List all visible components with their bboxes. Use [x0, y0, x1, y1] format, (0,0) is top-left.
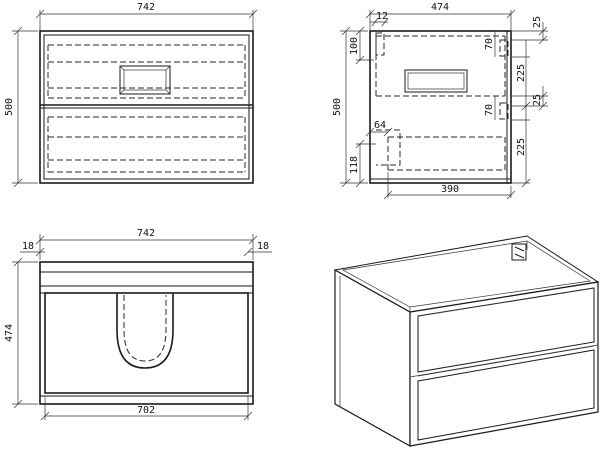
- front-width-label: 742: [137, 2, 155, 13]
- iso-hinge-bracket: [511, 243, 527, 261]
- side-dim-100: 100: [349, 37, 360, 55]
- iso-front-face: [409, 281, 599, 447]
- side-outer-frame: [369, 30, 512, 184]
- side-dim-390: 390: [441, 184, 459, 195]
- side-dim-25-mid: 25: [532, 94, 543, 106]
- iso-top-rim: [333, 235, 600, 313]
- top-inner-width-label: 702: [137, 405, 155, 416]
- side-height-label: 500: [332, 98, 343, 116]
- top-width-label: 742: [137, 228, 155, 239]
- front-handle-recess: [119, 65, 171, 95]
- side-dim-225-bottom: 225: [516, 138, 527, 156]
- side-dim-64: 64: [374, 120, 386, 131]
- iso-view: [333, 235, 600, 448]
- top-drawer-box: [44, 292, 249, 394]
- front-inner-frame: [43, 34, 250, 180]
- side-depth-label: 474: [431, 2, 449, 13]
- top-right-edge-label: 18: [257, 241, 269, 252]
- side-dim-70-top: 70: [484, 38, 495, 50]
- side-dim-70-mid: 70: [484, 104, 495, 116]
- front-height-label: 500: [4, 98, 15, 116]
- top-left-edge-label: 18: [22, 241, 34, 252]
- top-view: 742 18 18 474 702: [4, 228, 272, 421]
- iso-side-face: [334, 268, 411, 448]
- top-siphon-cutout: [116, 293, 174, 369]
- front-lower-drawer-hidden: [47, 116, 246, 173]
- side-lower-drawer-hidden: [387, 136, 506, 171]
- top-outer-frame: [39, 261, 254, 405]
- side-dim-118: 118: [349, 156, 360, 174]
- side-dim-12: 12: [376, 11, 388, 22]
- side-upper-handle: [404, 69, 468, 93]
- front-view: 742 500: [4, 2, 258, 188]
- side-view: 474 12 500 100 118 64 390: [332, 2, 548, 200]
- side-upper-drawer-hidden: [375, 35, 506, 97]
- iso-lower-drawer-front: [417, 349, 595, 441]
- side-dim-25-top: 25: [532, 16, 543, 28]
- front-outer-frame: [39, 30, 254, 184]
- top-depth-label: 474: [4, 324, 15, 342]
- side-dim-225-top: 225: [516, 64, 527, 82]
